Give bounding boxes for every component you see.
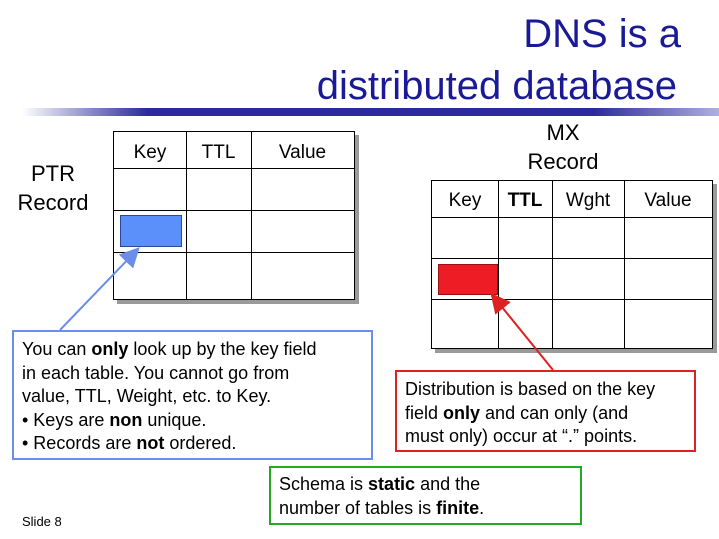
mx-header-ttl: TTL (507, 190, 543, 211)
ptr-key-highlight (120, 215, 182, 247)
mx-grid-line (624, 181, 625, 348)
title-rule (22, 108, 719, 116)
ptr-header-key: Key (133, 142, 167, 163)
blue-arrow (59, 247, 140, 331)
ptr-grid-line (186, 132, 187, 299)
note-line: field only and can only (and (405, 402, 629, 423)
mx-label: MX Record (515, 118, 611, 176)
ptr-header-value: Value (278, 142, 327, 163)
note-line: number of tables is finite. (279, 497, 485, 518)
red-arrow (490, 292, 554, 371)
ptr-header-ttl: TTL (201, 142, 236, 163)
mx-header-key: Key (448, 190, 482, 211)
ptr-grid-line (114, 252, 354, 253)
mx-key-highlight (438, 264, 498, 295)
note-line: Distribution is based on the key (405, 379, 656, 399)
ptr-label: PTR Record (10, 159, 96, 217)
mx-header-value: Value (644, 190, 692, 211)
distribution-note: Distribution is based on the key field o… (395, 370, 696, 452)
mx-grid-line (432, 299, 712, 300)
note-line: in each table. You cannot go from (22, 362, 290, 383)
note-line: Schema is static and the (279, 474, 481, 494)
note-line: • Records are not ordered. (22, 433, 237, 453)
note-line: value, TTL, Weight, etc. to Key. (22, 386, 272, 406)
schema-note: Schema is static and the number of table… (269, 466, 582, 525)
title-line-2: distributed database (316, 64, 677, 108)
mx-label-line-1: MX (546, 120, 580, 145)
slide-number: Slide 8 (22, 514, 62, 529)
note-line: must only) occur at “.” points. (405, 426, 638, 446)
ptr-grid-line (114, 168, 354, 169)
key-lookup-note: You can only look up by the key field in… (12, 330, 373, 460)
mx-grid-line (432, 258, 712, 259)
ptr-grid-line (114, 210, 354, 211)
ptr-grid-line (251, 132, 252, 299)
ptr-table: Key TTL Value (113, 131, 355, 300)
mx-label-line-2: Record (527, 149, 599, 174)
mx-grid-line (432, 217, 712, 218)
title-line-1: DNS is a (523, 12, 681, 56)
mx-table: Key TTL Wght Value (431, 180, 713, 349)
ptr-label-line-1: PTR (31, 161, 75, 186)
ptr-label-line-2: Record (17, 190, 89, 215)
mx-grid-line (552, 181, 553, 348)
note-line: You can only look up by the key field (22, 339, 317, 359)
note-line: • Keys are non unique. (22, 409, 207, 430)
mx-grid-line (498, 181, 499, 348)
mx-header-wght: Wght (565, 190, 611, 211)
